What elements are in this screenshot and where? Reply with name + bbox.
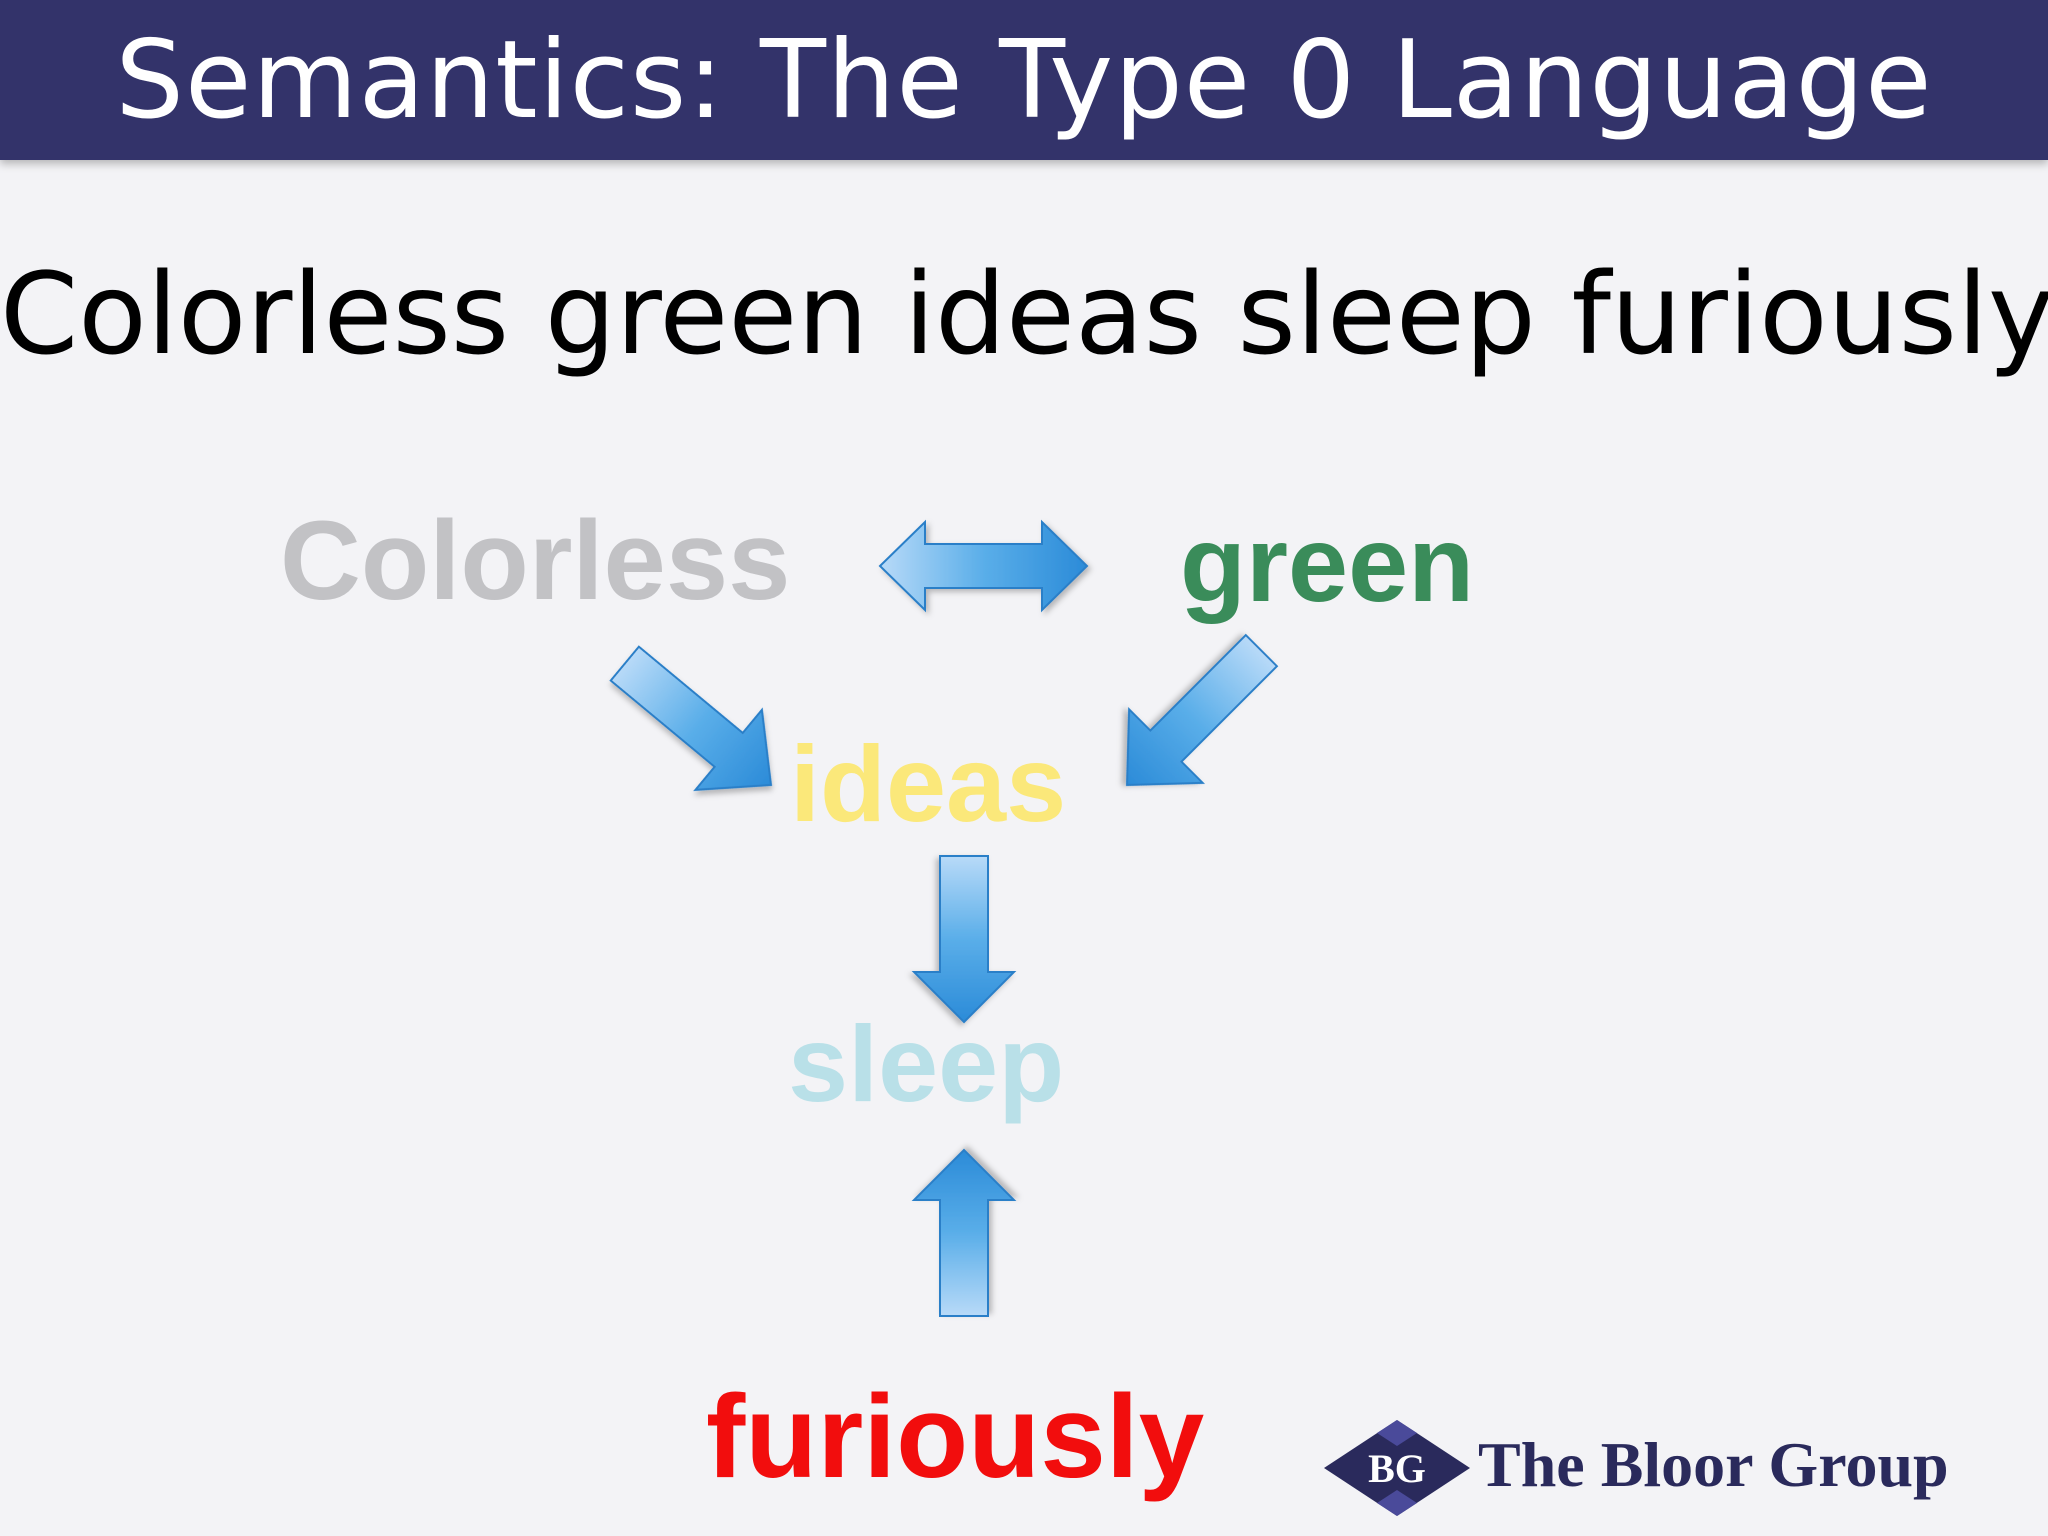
word-colorless: Colorless	[280, 498, 791, 623]
logo-name: The Bloor Group	[1478, 1429, 1949, 1500]
title-bar: Semantics: The Type 0 Language	[0, 0, 2048, 160]
word-ideas: ideas	[790, 723, 1067, 844]
arrow-green-to-ideas	[1125, 633, 1279, 787]
arrow-furiously-to-sleep	[911, 1148, 1017, 1317]
double-arrow-colorless-green	[878, 519, 1089, 613]
example-sentence: Colorless green ideas sleep furiously	[0, 250, 2048, 380]
word-sleep: sleep	[788, 1003, 1065, 1124]
bloor-group-logo-icon: BG	[1324, 1420, 1470, 1516]
word-furiously: furiously	[706, 1371, 1205, 1503]
arrow-ideas-to-sleep	[911, 855, 1017, 1024]
logo-monogram: BG	[1368, 1446, 1426, 1491]
word-green: green	[1180, 503, 1475, 624]
arrow-colorless-to-ideas	[609, 645, 773, 792]
slide-title: Semantics: The Type 0 Language	[115, 17, 1933, 143]
